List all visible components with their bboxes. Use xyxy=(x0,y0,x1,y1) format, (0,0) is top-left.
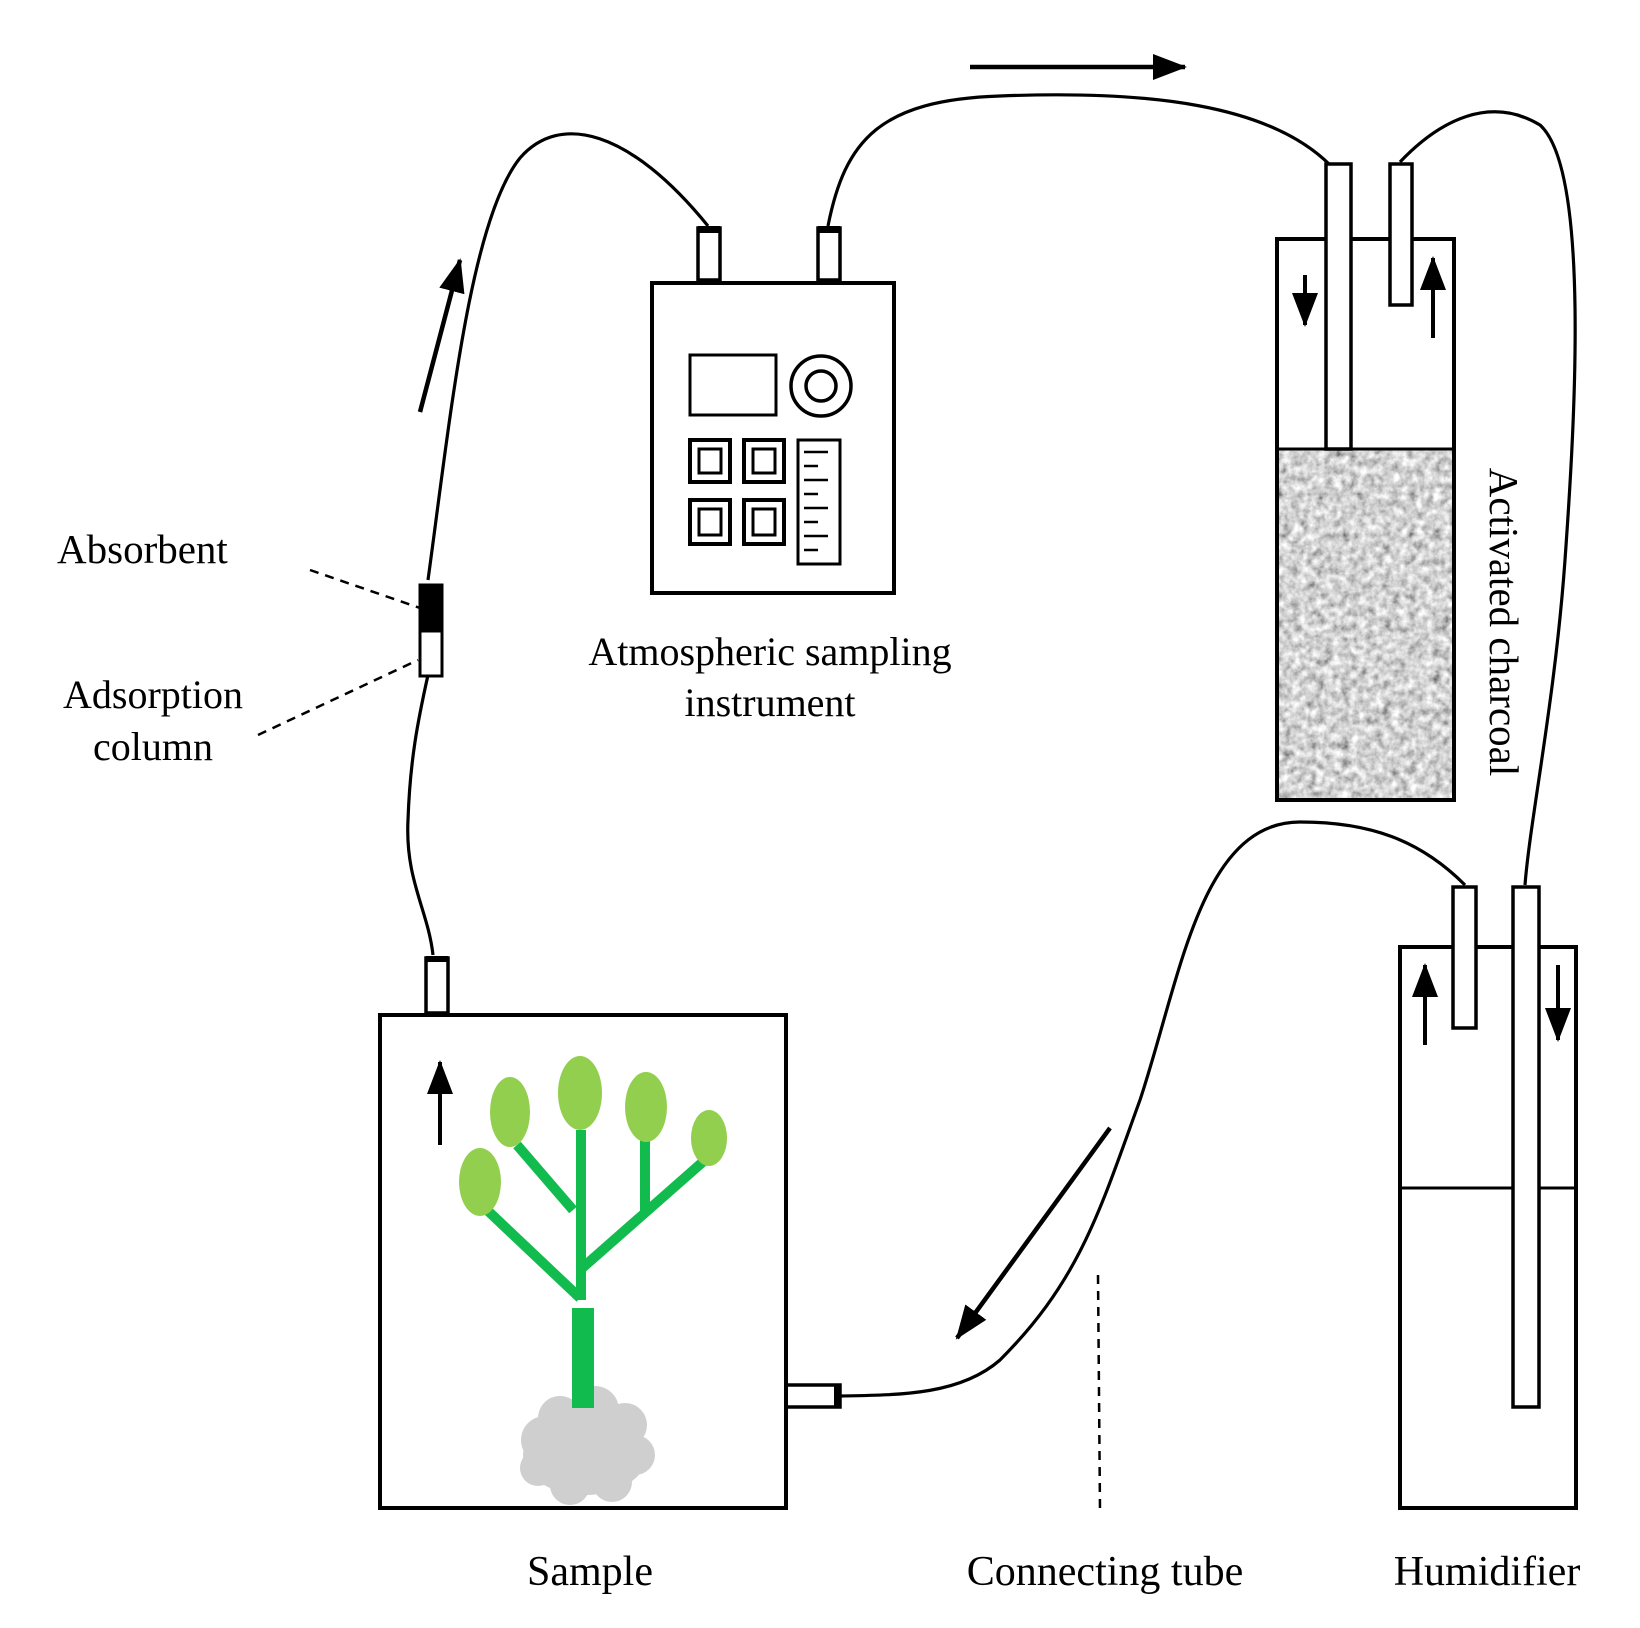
plant-leaves xyxy=(459,1056,727,1216)
absorbent-section xyxy=(418,583,444,635)
sample-chamber xyxy=(378,956,842,1510)
keypad-button xyxy=(751,447,777,475)
charcoal-outlet-tube xyxy=(1388,162,1414,307)
instrument-inlet-cap xyxy=(698,226,720,233)
sample-inlet-port xyxy=(783,1383,842,1409)
connecting-tube-leader xyxy=(1096,1274,1102,1511)
charcoal-inlet-tube xyxy=(1324,162,1353,451)
humidifier-outlet-tube xyxy=(1451,885,1478,1030)
flow-arrow-down-left xyxy=(955,1126,1112,1340)
adsorption-column xyxy=(418,583,444,678)
leaf xyxy=(459,1148,501,1216)
instrument-keypad xyxy=(688,438,786,546)
leaf xyxy=(691,1110,727,1166)
leader-lines xyxy=(257,568,1102,1511)
leaf xyxy=(558,1056,602,1130)
atmospheric-sampling-instrument xyxy=(650,226,896,595)
sample-outlet-cap xyxy=(426,956,448,962)
flow-arrow-up-left xyxy=(417,258,465,413)
tube-column-to-instrument xyxy=(426,132,710,581)
tube-instrument-to-charcoal xyxy=(826,93,1332,227)
sample-outlet-port xyxy=(424,956,450,1015)
activated-charcoal-vessel xyxy=(1275,162,1456,802)
connecting-tube-label: Connecting tube xyxy=(967,1549,1243,1595)
activated-charcoal-label: Activated charcoal xyxy=(1481,468,1527,776)
plant-stem xyxy=(483,1130,709,1408)
keypad-button xyxy=(697,447,723,475)
keypad-button xyxy=(697,507,723,537)
sample-label: Sample xyxy=(527,1549,653,1595)
instrument-display xyxy=(688,353,778,417)
instrument-label-line2: instrument xyxy=(684,680,855,725)
instrument-ruler xyxy=(796,438,842,566)
charcoal-bed xyxy=(1279,449,1452,798)
keypad-button xyxy=(751,507,777,537)
labels: Absorbent Adsorption column Atmospheric … xyxy=(57,468,1580,1595)
sample-inlet-cap xyxy=(834,1385,840,1407)
connecting-tubes xyxy=(406,93,1577,1398)
tube-charcoal-to-humidifier xyxy=(1398,110,1577,886)
adsorption-column-leader xyxy=(257,658,419,737)
instrument-dial-inner xyxy=(804,369,838,403)
tube-humidifier-to-sample xyxy=(839,820,1467,1398)
flow-arrows xyxy=(417,54,1187,1340)
instrument-inlet-port xyxy=(696,226,722,282)
plant-root-soil xyxy=(520,1386,655,1505)
plant xyxy=(459,1056,727,1505)
instrument-outlet-port xyxy=(816,226,842,282)
humidifier-label: Humidifier xyxy=(1394,1549,1581,1595)
instrument-label-line1: Atmospheric sampling xyxy=(588,629,951,674)
instrument-outlet-cap xyxy=(818,226,840,233)
leaf xyxy=(625,1072,667,1142)
absorbent-leader xyxy=(309,568,421,610)
humidifier xyxy=(1398,885,1578,1510)
absorbent-label: Absorbent xyxy=(57,526,228,572)
tube-sample-to-column xyxy=(406,674,435,956)
adsorption-column-body xyxy=(418,629,444,678)
adsorption-column-label-line2: column xyxy=(93,724,213,769)
leaf xyxy=(490,1077,530,1147)
adsorption-column-label-line1: Adsorption xyxy=(63,672,243,717)
humidifier-inlet-tube xyxy=(1511,885,1541,1409)
